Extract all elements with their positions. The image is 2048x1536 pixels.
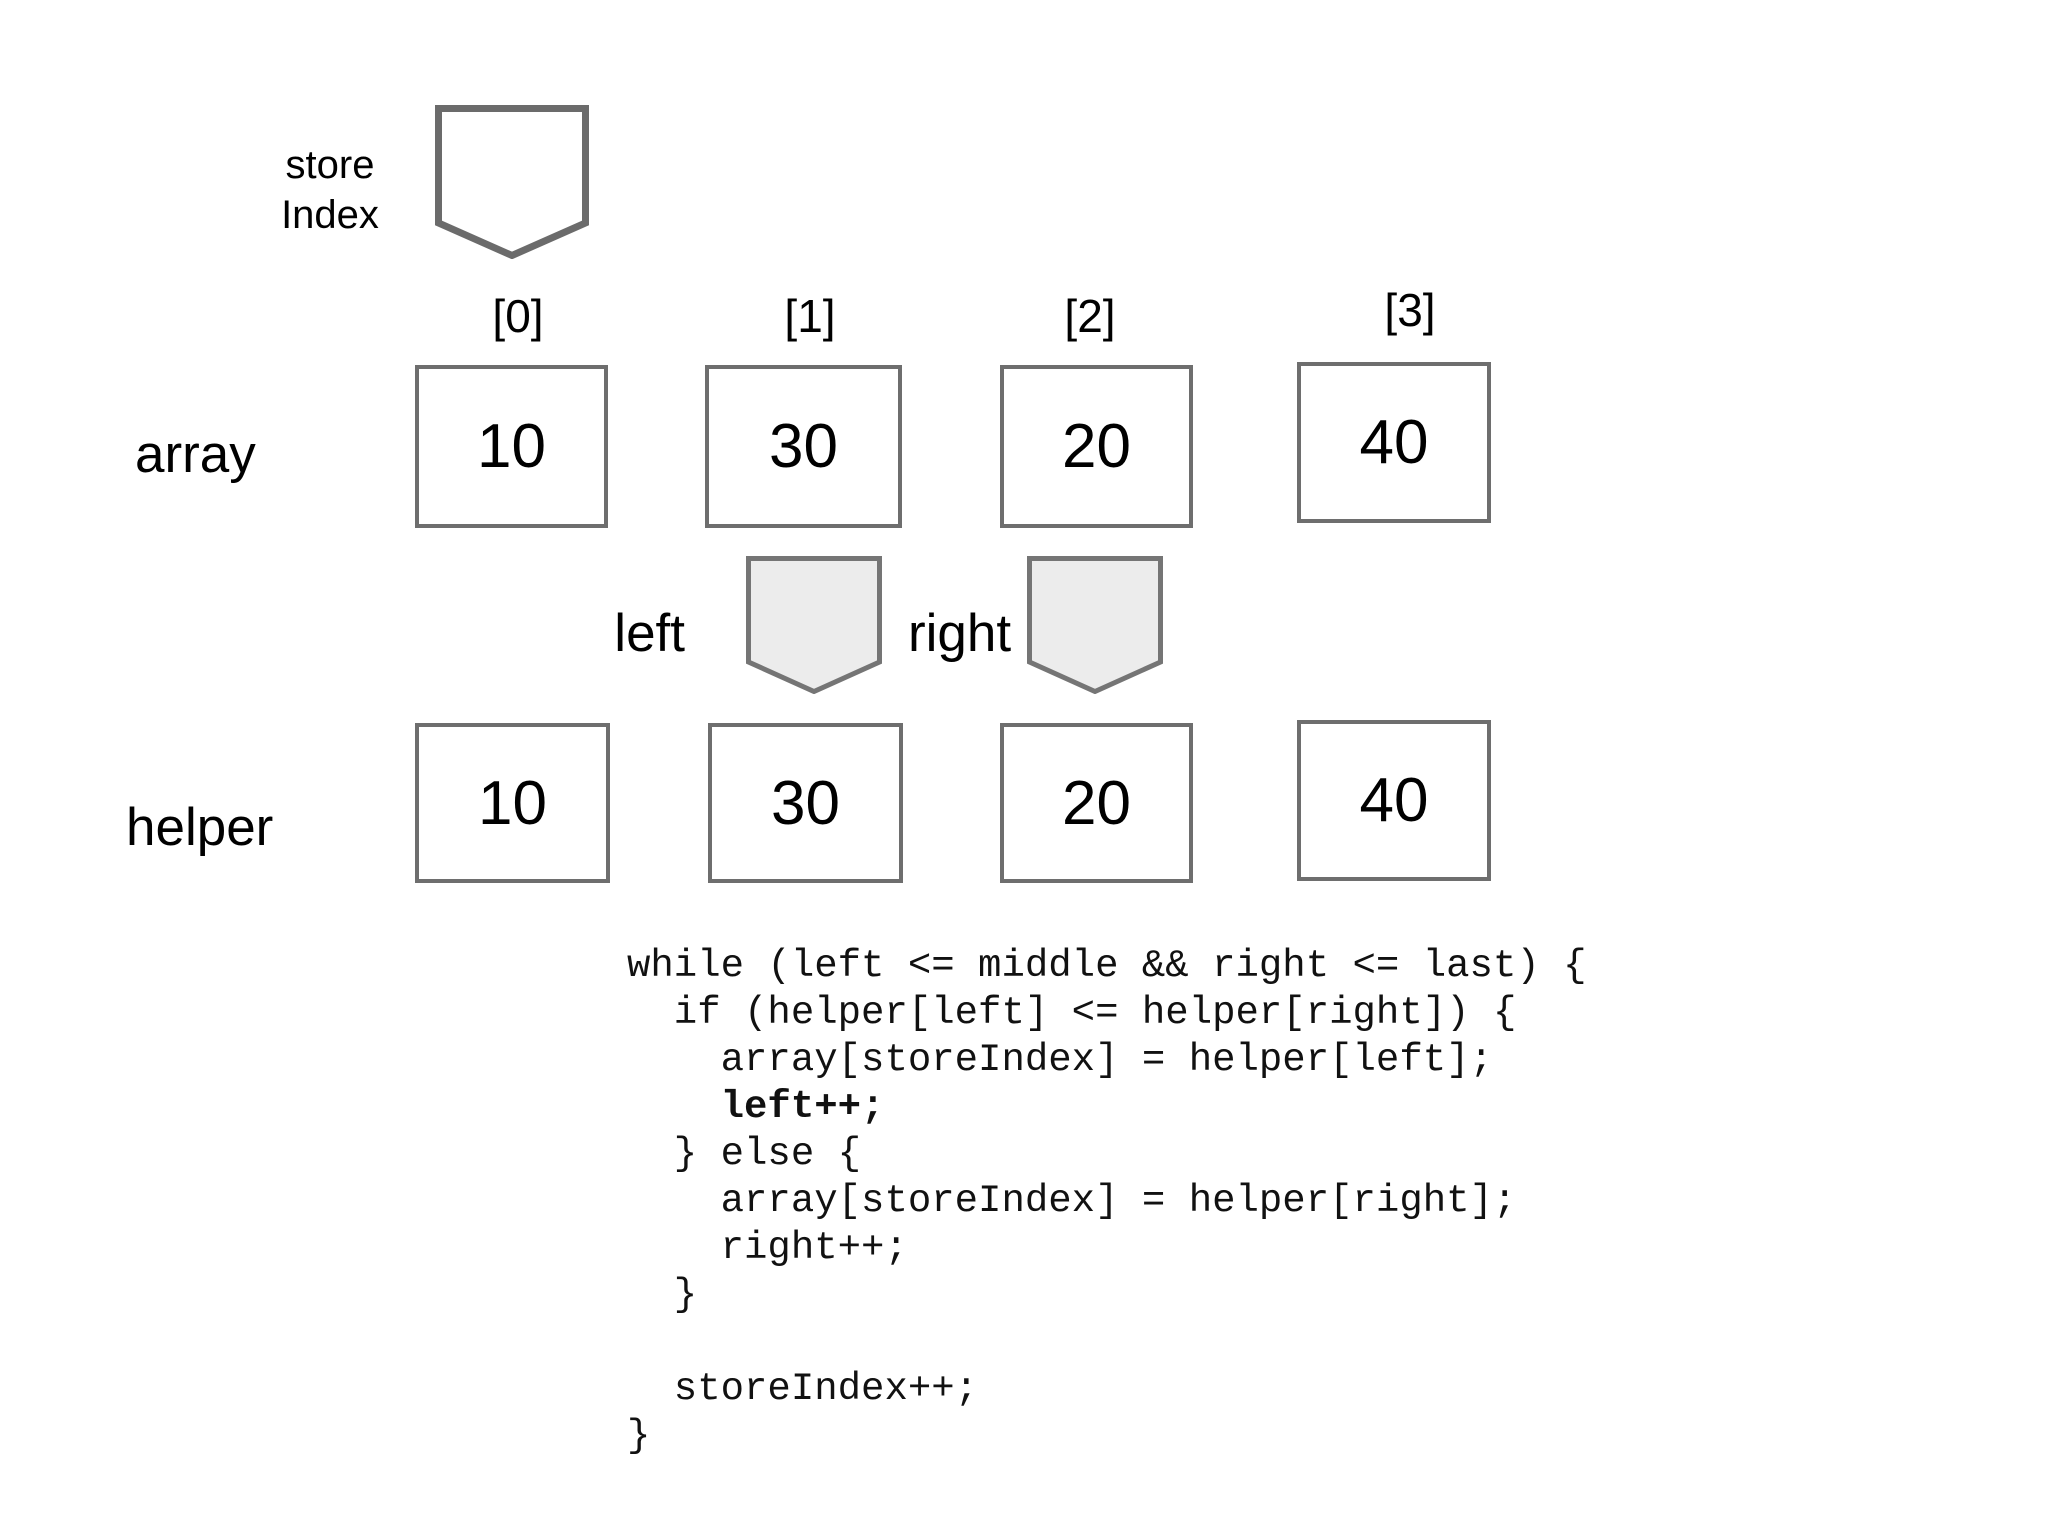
code-line-0: while (left <= middle && right <= last) …	[627, 944, 1587, 988]
right-pointer-icon	[1027, 556, 1163, 694]
left-pointer-icon	[746, 556, 882, 694]
helper-row-label: helper	[126, 798, 274, 857]
index-label-1: [1]	[784, 290, 836, 342]
code-line-10: }	[627, 1414, 651, 1458]
code-line-6: right++;	[627, 1226, 908, 1270]
array-cell-3: 40	[1297, 362, 1491, 523]
array-row-label: array	[135, 425, 256, 484]
helper-cell-0: 10	[415, 723, 610, 883]
store-index-label: store Index	[270, 140, 390, 240]
code-line-4: } else {	[627, 1132, 862, 1176]
index-label-3: [3]	[1384, 284, 1436, 336]
right-pointer-label: right	[908, 604, 1012, 663]
array-cell-0: 10	[415, 365, 608, 528]
helper-cell-3: 40	[1297, 720, 1491, 881]
store-index-label-line1: store	[285, 143, 375, 187]
array-cell-2: 20	[1000, 365, 1193, 528]
code-line-5: array[storeIndex] = helper[right];	[627, 1179, 1517, 1223]
code-line-3: left++;	[627, 1084, 1587, 1131]
index-label-0: [0]	[492, 290, 544, 342]
left-pointer-label: left	[614, 604, 685, 663]
code-line-3-indent	[627, 1085, 721, 1129]
code-block: while (left <= middle && right <= last) …	[627, 943, 1587, 1460]
array-cell-1: 30	[705, 365, 902, 528]
code-line-8	[627, 1319, 1587, 1366]
code-line-2: array[storeIndex] = helper[left];	[627, 1038, 1493, 1082]
code-line-3-bold-text: left++;	[720, 1085, 885, 1129]
helper-cell-2: 20	[1000, 723, 1193, 883]
store-index-label-line2: Index	[281, 193, 379, 237]
code-line-9: storeIndex++;	[627, 1367, 979, 1411]
index-label-2: [2]	[1064, 290, 1116, 342]
code-line-1: if (helper[left] <= helper[right]) {	[627, 991, 1517, 1035]
helper-cell-1: 30	[708, 723, 903, 883]
code-line-7: }	[627, 1273, 698, 1317]
store-index-pointer-icon	[435, 105, 589, 259]
